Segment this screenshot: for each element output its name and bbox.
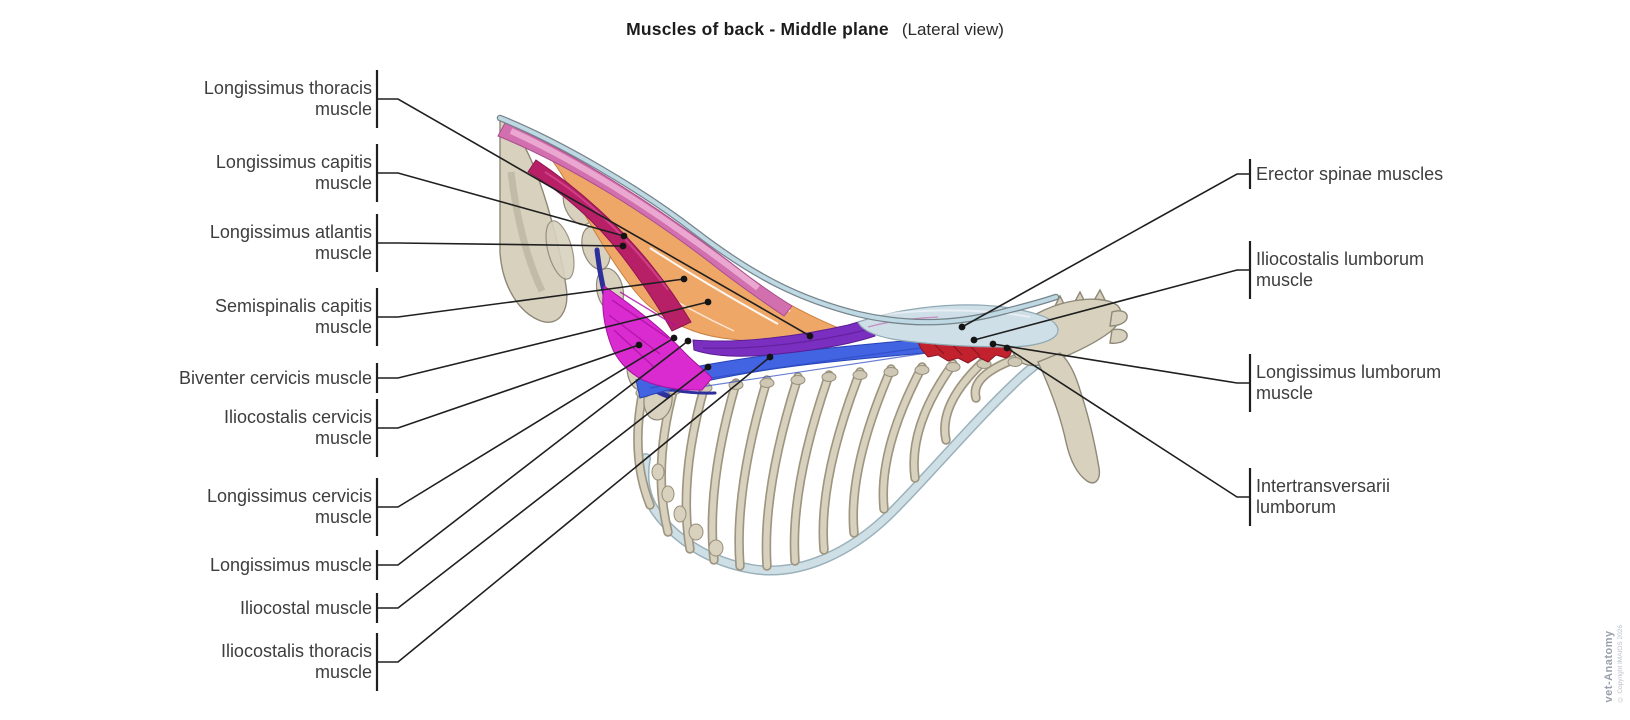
figure-title: Muscles of back - Middle plane (Lateral … [0,19,1630,40]
longissimus-purple-band [692,317,876,357]
figure-title-view: (Lateral view) [901,20,1004,39]
muscle-label-longissimus-muscle: Longissimus muscle [209,554,372,575]
watermark-brand: vet-Anatomy [1603,629,1615,702]
muscle-label-longissimus-capitis-muscle: Longissimus capitis muscle [215,152,372,193]
watermark-copyright: © Copyright IMAIOS 2026 [1617,624,1624,702]
muscle-label-erector-spinae-muscles: Erector spinae muscles [1256,163,1444,184]
muscle-label-longissimus-cervicis-muscle: Longissimus cervicis muscle [206,486,372,527]
figure-title-main: Muscles of back - Middle plane [626,19,889,39]
muscle-label-semispinalis-capitis-muscle: Semispinalis capitis muscle [214,296,372,337]
muscle-label-iliocostalis-lumborum-muscle: Iliocostalis lumborum muscle [1256,249,1425,290]
muscle-label-biventer-cervicis-muscle: Biventer cervicis muscle [178,367,372,388]
muscle-label-longissimus-atlantis-muscle: Longissimus atlantis muscle [209,222,372,263]
muscle-label-longissimus-lumborum-muscle: Longissimus lumborum muscle [1256,362,1442,403]
lumbar-fascia-strip [857,304,1059,348]
muscle-label-iliocostalis-cervicis-muscle: Iliocostalis cervicis muscle [223,407,372,448]
muscle-label-longissimus-thoracis-muscle: Longissimus thoracis muscle [203,78,372,119]
muscle-label-intertransversarii-lumborum: Intertransversarii lumborum [1256,476,1391,517]
muscle-label-iliocostal-muscle: Iliocostal muscle [239,597,372,618]
muscle-label-iliocostalis-thoracis-muscle: Iliocostalis thoracis muscle [220,641,372,682]
watermark: vet-Anatomy © Copyright IMAIOS 2026 [1603,625,1624,702]
